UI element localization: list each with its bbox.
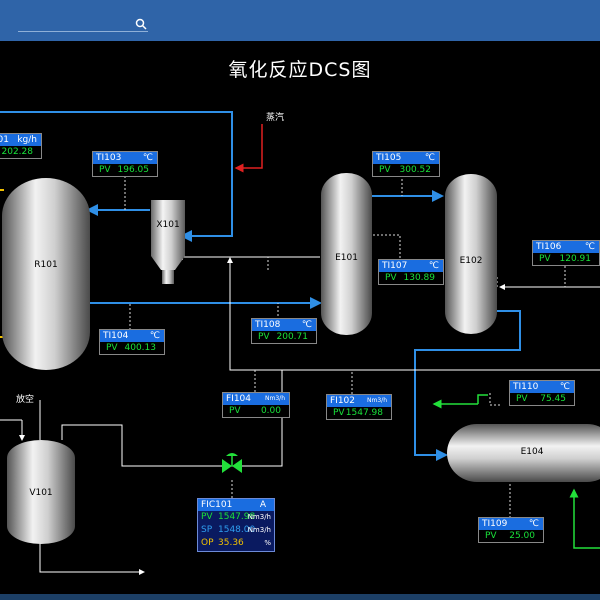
exchanger-e104[interactable] — [447, 424, 600, 482]
search-icon[interactable] — [135, 18, 147, 30]
exchanger-e101[interactable] — [321, 173, 372, 335]
fic101-name: FIC101 — [201, 500, 233, 510]
separator-x101[interactable] — [150, 200, 186, 290]
vent-label: 放空 — [16, 395, 35, 405]
bottom-status-bar — [0, 594, 600, 600]
e104-label: E104 — [520, 447, 544, 457]
top-toolbar — [0, 0, 600, 41]
e101-label: E101 — [335, 253, 358, 263]
tank-v101[interactable] — [7, 440, 75, 544]
x101-label: X101 — [156, 220, 180, 230]
reactor-r101[interactable] — [2, 178, 90, 370]
page-title: 氧化反应DCS图 — [228, 59, 372, 81]
search-field-underline[interactable] — [18, 31, 148, 32]
steam-label: 蒸汽 — [266, 113, 285, 123]
r101-label: R101 — [34, 260, 58, 270]
exchanger-e102[interactable] — [445, 174, 497, 334]
e102-label: E102 — [459, 256, 483, 266]
control-valve-icon[interactable] — [222, 453, 242, 473]
v101-label: V101 — [29, 488, 53, 498]
tag-fi-left[interactable]: FI101kg/h PV202.28 — [0, 133, 42, 159]
fic101-mode[interactable]: A — [259, 500, 266, 510]
